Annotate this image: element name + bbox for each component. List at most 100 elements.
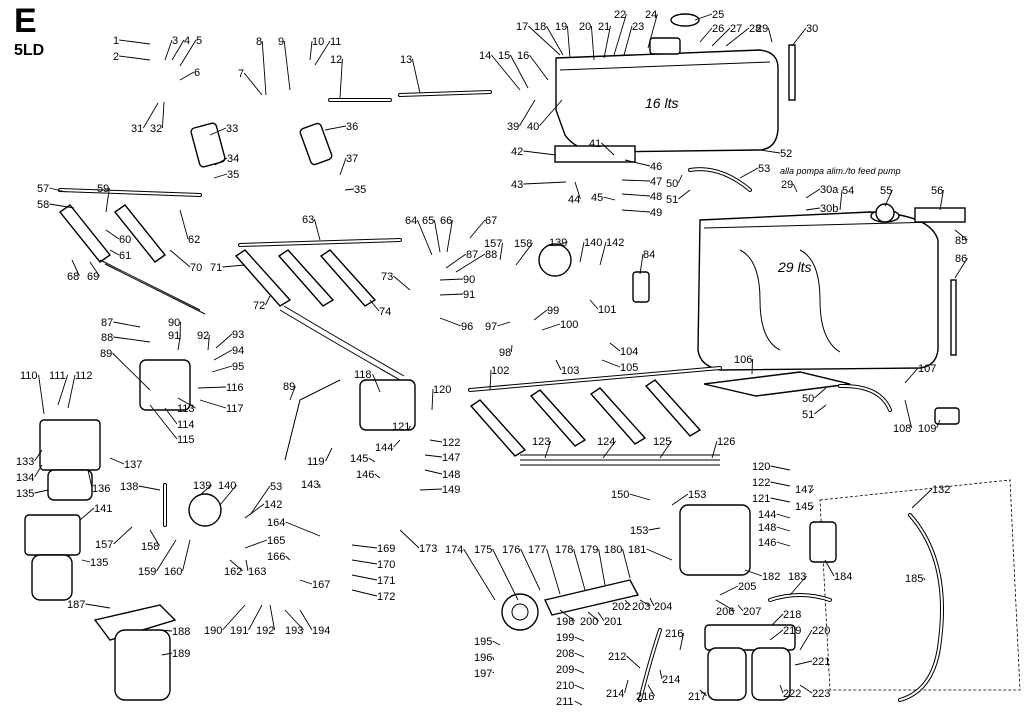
injector-group-left xyxy=(58,188,202,263)
tank-cap-16 xyxy=(670,13,700,27)
leader-line xyxy=(49,187,67,193)
leader-line xyxy=(799,629,813,651)
leader-line xyxy=(161,652,173,656)
leader-line xyxy=(510,54,529,89)
part-number-67: 67 xyxy=(485,215,497,227)
injector-group-middle xyxy=(234,238,402,307)
leader-line xyxy=(161,101,165,129)
part-number-48: 48 xyxy=(650,191,662,203)
pipe-89 xyxy=(284,379,341,461)
leader-line xyxy=(244,539,268,549)
part-number-1: 1 xyxy=(113,35,119,47)
leader-line xyxy=(261,40,267,96)
leader-line xyxy=(624,599,631,607)
part-number-132: 132 xyxy=(932,484,950,496)
leader-line xyxy=(725,27,750,47)
part-number-69: 69 xyxy=(87,271,99,283)
part-number-14: 14 xyxy=(479,50,491,62)
part-number-11: 11 xyxy=(330,36,341,48)
leader-line xyxy=(609,342,621,352)
part-number-20: 20 xyxy=(579,21,591,33)
part-number-49: 49 xyxy=(650,207,662,219)
leader-line xyxy=(699,27,713,43)
leader-line xyxy=(407,425,411,431)
part-number-5: 5 xyxy=(196,35,202,47)
leader-line xyxy=(179,39,197,67)
part-number-6: 6 xyxy=(194,67,200,79)
leader-line xyxy=(923,577,926,581)
part-number-71: 71 xyxy=(210,262,222,274)
part-number-195: 195 xyxy=(474,636,492,648)
leader-line xyxy=(149,404,178,440)
leader-line xyxy=(621,209,651,213)
bracket-56 xyxy=(914,207,966,223)
part-number-90: 90 xyxy=(168,317,180,329)
leader-line xyxy=(492,548,519,601)
leader-line xyxy=(164,39,173,61)
part-number-121b: 121 xyxy=(752,493,770,505)
part-number-62: 62 xyxy=(188,234,200,246)
part-number-192: 192 xyxy=(256,625,274,637)
part-number-30a: 30a xyxy=(820,184,839,196)
leader-line xyxy=(626,655,641,669)
part-number-102: 102 xyxy=(491,365,509,377)
part-number-100: 100 xyxy=(560,319,578,331)
part-number-101: 101 xyxy=(598,304,616,316)
part-number-86: 86 xyxy=(955,253,967,265)
part-number-114: 114 xyxy=(177,419,195,431)
fuel-filter-188 xyxy=(93,604,177,701)
part-number-119: 119 xyxy=(307,456,325,468)
leader-line xyxy=(904,399,913,429)
part-number-116: 116 xyxy=(226,382,244,394)
part-number-217: 217 xyxy=(688,691,706,703)
leader-line xyxy=(794,660,813,666)
part-drawings xyxy=(24,13,1021,702)
part-number-111: 111 xyxy=(49,370,66,382)
part-number-85: 85 xyxy=(955,235,967,247)
part-number-138: 138 xyxy=(120,481,138,493)
leader-line xyxy=(520,548,541,591)
part-number-91: 91 xyxy=(168,330,180,342)
leader-line xyxy=(954,229,968,241)
leader-line xyxy=(639,599,651,607)
part-number-9: 9 xyxy=(278,36,284,48)
leader-line xyxy=(603,25,611,59)
part-number-30b: 30b xyxy=(820,203,838,215)
leader-line xyxy=(439,317,462,327)
gear-175 xyxy=(501,593,539,631)
leader-line xyxy=(324,125,347,131)
part-number-188: 188 xyxy=(172,626,190,638)
leader-line xyxy=(309,40,313,61)
part-number-183: 183 xyxy=(788,571,806,583)
cap-55 xyxy=(875,203,895,223)
leader-line xyxy=(544,440,552,459)
part-number-2: 2 xyxy=(113,51,119,63)
part-number-148b: 148 xyxy=(758,522,776,534)
leader-line xyxy=(587,611,599,622)
camshaft-178 xyxy=(544,579,640,616)
part-number-61: 61 xyxy=(119,250,131,262)
leader-line xyxy=(411,58,421,94)
part-number-90b: 90 xyxy=(463,274,475,286)
leader-line xyxy=(839,189,843,211)
part-number-216b: 216 xyxy=(665,628,683,640)
leader-line xyxy=(497,321,511,327)
part-number-17: 17 xyxy=(516,21,528,33)
part-number-88b: 88 xyxy=(485,249,497,261)
part-number-122b: 122 xyxy=(752,477,770,489)
part-number-200: 200 xyxy=(580,616,598,628)
part-number-57: 57 xyxy=(37,183,49,195)
leader-line xyxy=(57,374,69,406)
part-number-12: 12 xyxy=(330,54,342,66)
part-number-87b: 87 xyxy=(466,249,478,261)
leader-line xyxy=(197,386,227,389)
leader-line xyxy=(177,397,196,409)
leader-line xyxy=(38,374,45,415)
leader-line xyxy=(699,689,707,697)
leader-line xyxy=(213,173,228,179)
leader-line xyxy=(936,419,941,429)
part-number-222: 222 xyxy=(783,688,801,700)
part-number-39: 39 xyxy=(507,121,519,133)
leader-line xyxy=(539,99,563,127)
leader-line xyxy=(289,385,296,401)
